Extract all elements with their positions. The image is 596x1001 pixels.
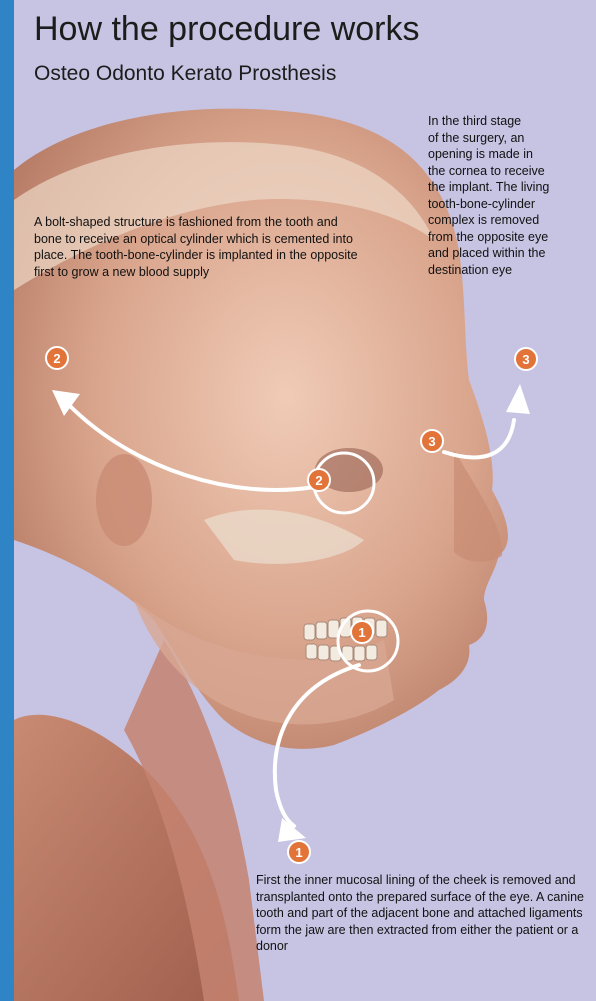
badge-stage-3-eye-label: 3 bbox=[428, 434, 435, 449]
badge-stage-2-top-label: 2 bbox=[53, 351, 60, 366]
ear-shape bbox=[96, 454, 152, 546]
stage-2-description: A bolt-shaped structure is fashioned fro… bbox=[34, 214, 364, 280]
badge-stage-2-eye: 2 bbox=[308, 469, 330, 491]
badge-stage-3-eye: 3 bbox=[421, 430, 443, 452]
badge-stage-1-mouth: 1 bbox=[351, 621, 373, 643]
badge-stage-1-bottom: 1 bbox=[288, 841, 310, 863]
infographic-panel: How the procedure works Osteo Odonto Ker… bbox=[14, 0, 596, 1001]
badge-stage-2-top: 2 bbox=[46, 347, 68, 369]
arrowhead-stage-3 bbox=[506, 384, 530, 414]
badge-stage-1-mouth-label: 1 bbox=[358, 625, 365, 640]
badge-stage-2-eye-label: 2 bbox=[315, 473, 322, 488]
stage-1-description: First the inner mucosal lining of the ch… bbox=[256, 872, 596, 955]
badge-stage-3-top-label: 3 bbox=[522, 352, 529, 367]
badge-stage-1-bottom-label: 1 bbox=[295, 845, 302, 860]
stage-3-description: In the third stage of the surgery, an op… bbox=[428, 113, 596, 278]
badge-stage-3-top: 3 bbox=[515, 348, 537, 370]
